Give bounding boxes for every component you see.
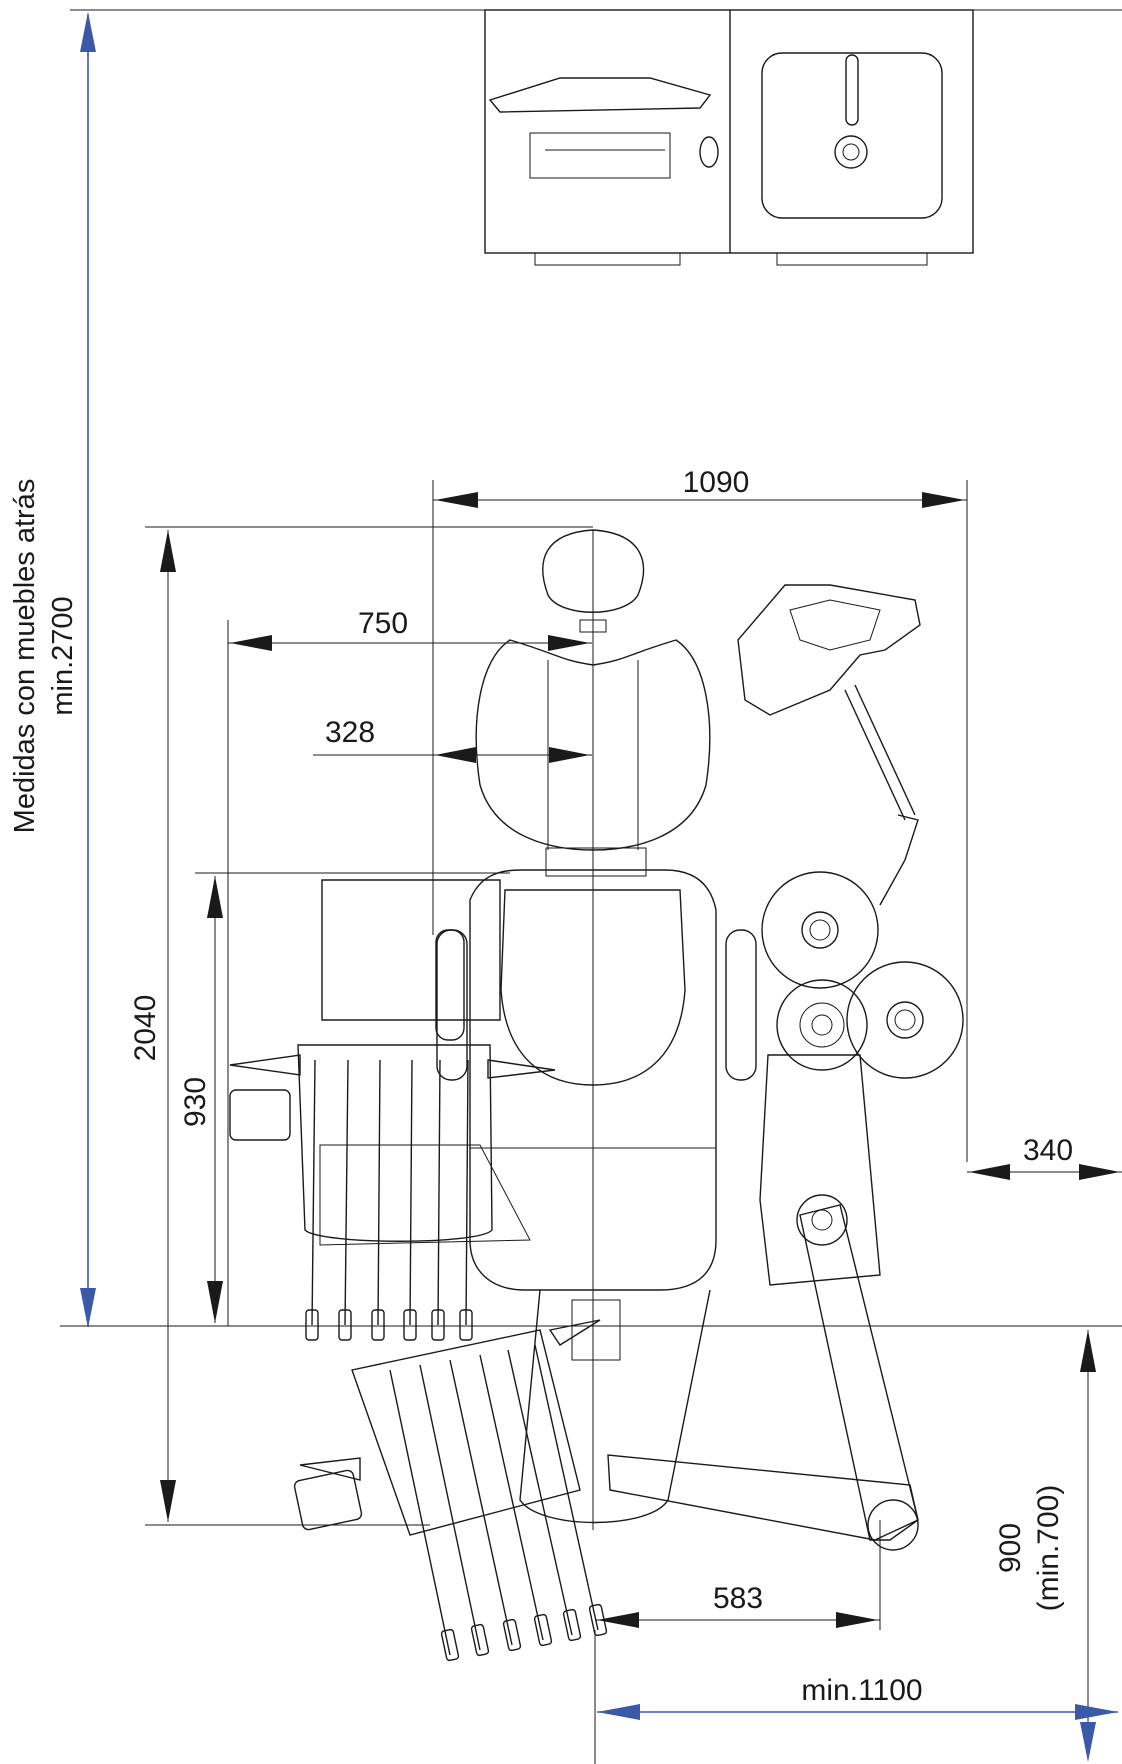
dimension-2040: 2040	[129, 526, 593, 1526]
dimension-1090: 1090	[432, 466, 968, 1162]
dim-2040-label: 2040	[129, 995, 162, 1062]
dim-930-label: 930	[179, 1077, 212, 1127]
doctor-element-lower	[293, 1319, 608, 1662]
dimension-900: 900 (min.700)	[994, 1330, 1096, 1762]
keyboard-shelf	[488, 77, 719, 179]
assistant-tray	[737, 584, 921, 906]
dimension-min1100: min.1100	[594, 1630, 1118, 1764]
sink	[761, 52, 943, 219]
dental-chair	[436, 529, 757, 1524]
dimension-340: 340	[967, 1134, 1122, 1180]
dimension-328: 328	[313, 716, 592, 763]
dim-1090-label: 1090	[683, 466, 750, 499]
dim-340-label: 340	[1023, 1134, 1073, 1167]
dim-750-label: 750	[358, 607, 408, 640]
dim-900-min-label: (min.700)	[1032, 1485, 1065, 1612]
doctor-element-upper	[229, 879, 556, 1341]
handpieces-lower	[389, 1344, 608, 1662]
back-cabinets	[70, 9, 1122, 266]
pivot-arm	[607, 1204, 919, 1551]
dimension-930: 930	[179, 872, 510, 1323]
cuspidor	[759, 871, 964, 1286]
side-note-line2: min.2700	[47, 596, 79, 715]
dim-583-label: 583	[713, 1582, 763, 1615]
dimension-min2700	[80, 12, 96, 1328]
handpieces-upper	[305, 1059, 473, 1341]
dimension-583: 583	[595, 1520, 881, 1630]
side-note: Medidas con muebles atrás min.2700	[9, 479, 79, 834]
dim-328-label: 328	[325, 716, 375, 749]
dimension-750: 750	[227, 607, 592, 1326]
dim-900-label: 900	[994, 1523, 1027, 1573]
dim-min1100-label: min.1100	[801, 1674, 922, 1707]
side-note-line1: Medidas con muebles atrás	[9, 479, 41, 834]
